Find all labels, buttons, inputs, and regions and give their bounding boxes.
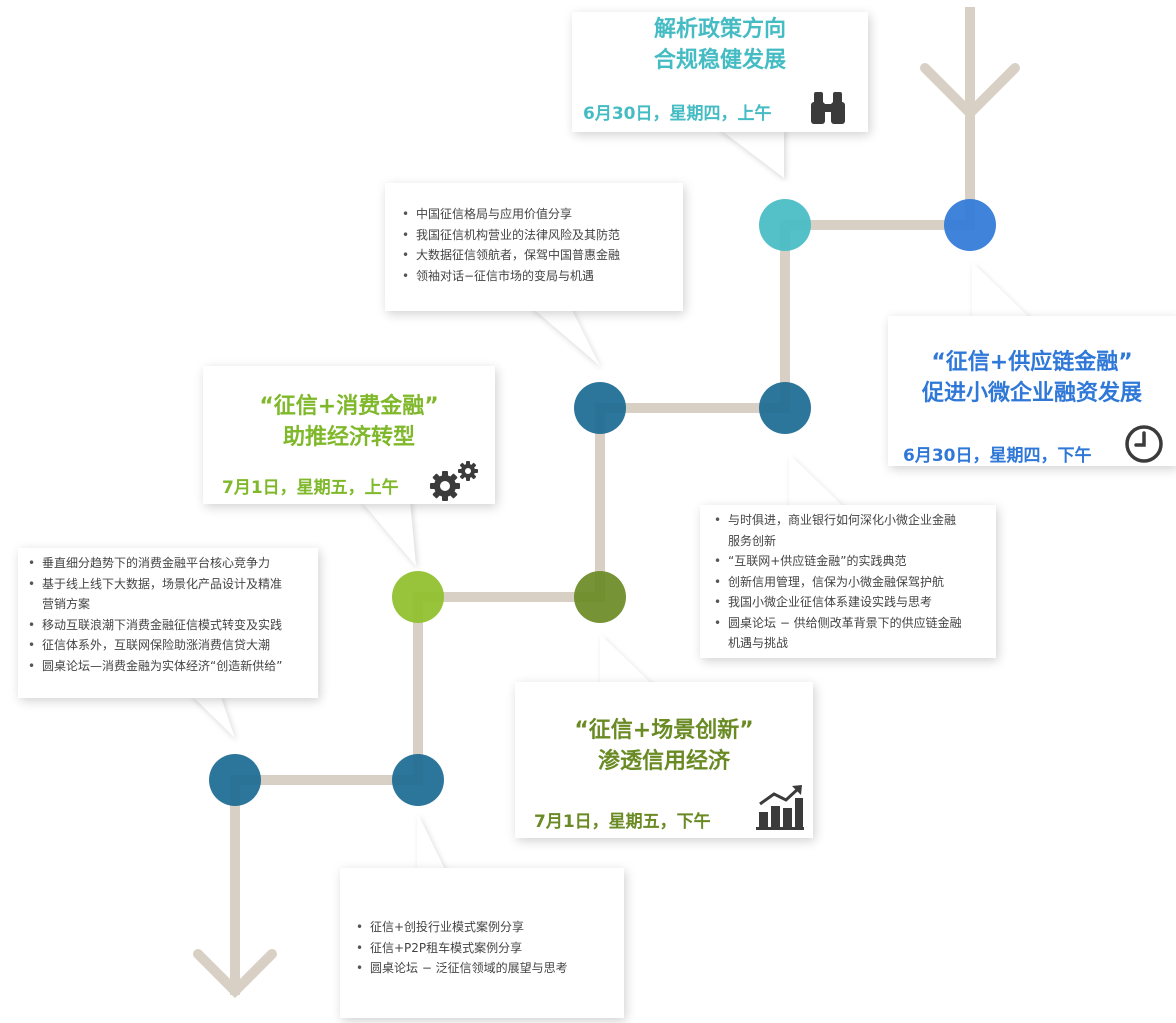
session-date-s1: 6月30日，星期四，上午 — [583, 104, 772, 124]
clock-icon — [1125, 425, 1163, 463]
node-navy-2 — [574, 382, 626, 434]
callout-tail-t1 — [530, 306, 600, 366]
timeline-path — [230, 7, 975, 995]
session-title-s3: “征信+消费金融” 助推经济转型 — [259, 394, 439, 450]
list-item: “互联网+供应链金融”的实践典范 — [712, 551, 962, 572]
callout-tail-s3 — [360, 500, 416, 566]
session-title-s4: “征信+场景创新” 渗透信用经济 — [574, 718, 754, 774]
list-item: 圆桌论坛 − 泛征信领域的展望与思考 — [354, 958, 568, 979]
binoculars-icon — [811, 92, 845, 124]
session-title-s1: 解析政策方向 合规稳健发展 — [653, 17, 786, 73]
callout-tail-t3 — [190, 694, 235, 738]
node-navy-1 — [759, 382, 811, 434]
node-olive — [574, 571, 626, 623]
callout-tail-s4 — [600, 634, 654, 686]
list-item: 征信+P2P租车模式案例分享 — [354, 938, 568, 959]
list-item: 大数据征信领航者，保驾中国普惠金融 — [400, 245, 620, 266]
node-navy-4 — [209, 754, 261, 806]
topics-list-t4: 征信+创投行业模式案例分享 征信+P2P租车模式案例分享 圆桌论坛 − 泛征信领… — [354, 917, 568, 979]
arrow-bottom — [193, 949, 277, 999]
topics-list-t1: 中国征信格局与应用价值分享 我国征信机构营业的法律风险及其防范 大数据征信领航者… — [400, 204, 620, 286]
node-green — [392, 571, 444, 623]
gears-icon — [430, 461, 478, 501]
callout-tail-t2 — [789, 454, 847, 510]
list-item: 我国小微企业征信体系建设实践与思考 — [712, 592, 962, 613]
growth-chart-icon — [756, 785, 804, 830]
node-navy-3 — [392, 754, 444, 806]
list-item: 征信+创投行业模式案例分享 — [354, 917, 568, 938]
list-item: 创新信用管理，信保为小微金融保驾护航 — [712, 572, 962, 593]
list-item: 移动互联浪潮下消费金融征信模式转变及实践 — [26, 615, 282, 636]
session-date-s4: 7月1日，星期五，下午 — [534, 812, 711, 832]
list-item: 我国征信机构营业的法律风险及其防范 — [400, 225, 620, 246]
session-date-s2: 6月30日，星期四，下午 — [903, 446, 1092, 466]
list-item: 中国征信格局与应用价值分享 — [400, 204, 620, 225]
arrow-top — [920, 63, 1020, 121]
session-title-s2: “征信+供应链金融” 促进小微企业融资发展 — [921, 350, 1142, 406]
list-item: 垂直细分趋势下的消费金融平台核心竞争力 — [26, 553, 282, 574]
list-item: 圆桌论坛—消费金融为实体经济“创造新供给” — [26, 656, 282, 677]
list-item: 领袖对话−征信市场的变局与机遇 — [400, 266, 620, 287]
session-date-s3: 7月1日，星期五，上午 — [222, 478, 399, 498]
node-teal — [759, 199, 811, 251]
list-item: 征信体系外，互联网保险助涨消费信贷大潮 — [26, 635, 282, 656]
callout-tail-s1 — [718, 128, 784, 178]
topics-list-t3: 垂直细分趋势下的消费金融平台核心竞争力 基于线上线下大数据，场景化产品设计及精准… — [26, 553, 282, 676]
callout-tail-s2 — [972, 262, 1032, 320]
node-blue — [944, 199, 996, 251]
